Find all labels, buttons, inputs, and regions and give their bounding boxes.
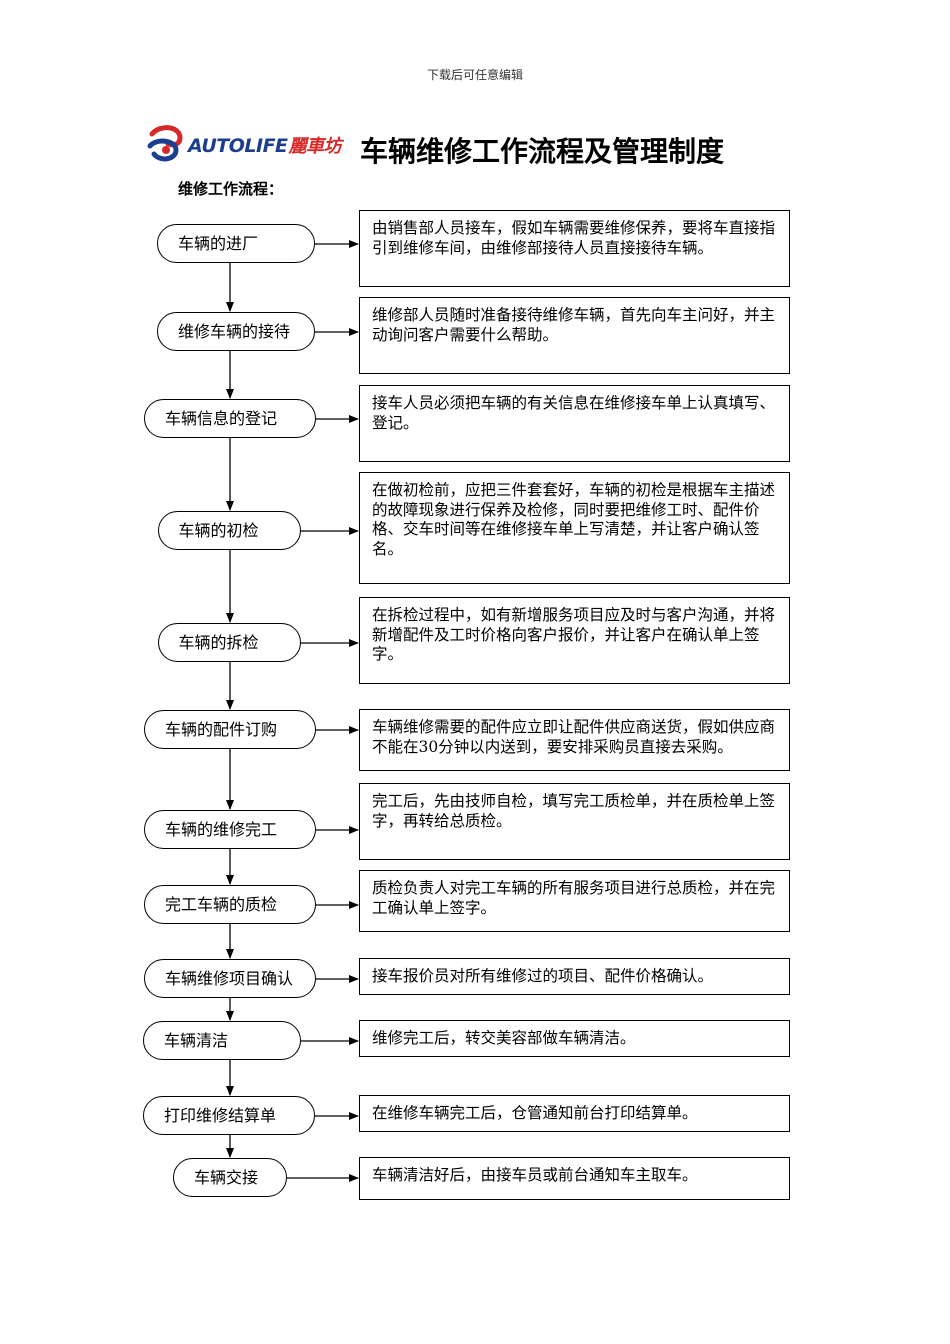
flow-step: 车辆信息的登记 bbox=[144, 399, 316, 438]
step-description: 维修部人员随时准备接待维修车辆，首先向车主问好，并主动询问客户需要什么帮助。 bbox=[359, 297, 790, 374]
step-description: 由销售部人员接车，假如车辆需要维修保养，要将车直接指引到维修车间，由维修部接待人… bbox=[359, 210, 790, 287]
header-note: 下载后可任意编辑 bbox=[426, 68, 523, 82]
flow-step: 车辆的维修完工 bbox=[144, 810, 316, 849]
step-description: 接车报价员对所有维修过的项目、配件价格确认。 bbox=[359, 958, 790, 995]
flow-step: 维修车辆的接待 bbox=[157, 312, 315, 351]
flow-step: 车辆的进厂 bbox=[157, 224, 315, 263]
flow-step: 车辆的拆检 bbox=[157, 623, 301, 662]
logo-emblem-icon bbox=[147, 125, 183, 162]
page-title: 车辆维修工作流程及管理制度 bbox=[360, 135, 725, 168]
section-subtitle: 维修工作流程： bbox=[178, 180, 284, 198]
flow-step: 打印维修结算单 bbox=[143, 1096, 315, 1135]
step-description: 质检负责人对完工车辆的所有服务项目进行总质检，并在完工确认单上签字。 bbox=[359, 870, 790, 932]
step-description: 在维修车辆完工后，仓管通知前台打印结算单。 bbox=[359, 1095, 790, 1132]
flow-step: 车辆清洁 bbox=[143, 1021, 301, 1060]
flow-step: 车辆交接 bbox=[173, 1158, 287, 1197]
step-description: 在做初检前，应把三件套套好，车辆的初检是根据车主描述的故障现象进行保养及检修，同… bbox=[359, 472, 790, 584]
step-description: 接车人员必须把车辆的有关信息在维修接车单上认真填写、登记。 bbox=[359, 385, 790, 462]
logo-text-chinese: 麗車坊 bbox=[288, 136, 342, 157]
flow-step: 完工车辆的质检 bbox=[144, 885, 316, 924]
step-description: 车辆清洁好后，由接车员或前台通知车主取车。 bbox=[359, 1157, 790, 1200]
step-description: 在拆检过程中，如有新增服务项目应及时与客户沟通，并将新增配件及工时价格向客户报价… bbox=[359, 597, 790, 684]
step-description: 维修完工后，转交美容部做车辆清洁。 bbox=[359, 1020, 790, 1057]
step-description: 车辆维修需要的配件应立即让配件供应商送货，假如供应商不能在30分钟以内送到，要安… bbox=[359, 709, 790, 771]
logo-text-latin: AUTOLIFE bbox=[188, 135, 288, 157]
flow-step: 车辆的初检 bbox=[157, 511, 301, 550]
flow-step: 车辆维修项目确认 bbox=[144, 959, 316, 998]
step-description: 完工后，先由技师自检，填写完工质检单，并在质检单上签字，再转给总质检。 bbox=[359, 783, 790, 860]
flow-step: 车辆的配件订购 bbox=[144, 710, 316, 749]
company-logo: AUTOLIFE麗車坊 bbox=[146, 124, 346, 164]
